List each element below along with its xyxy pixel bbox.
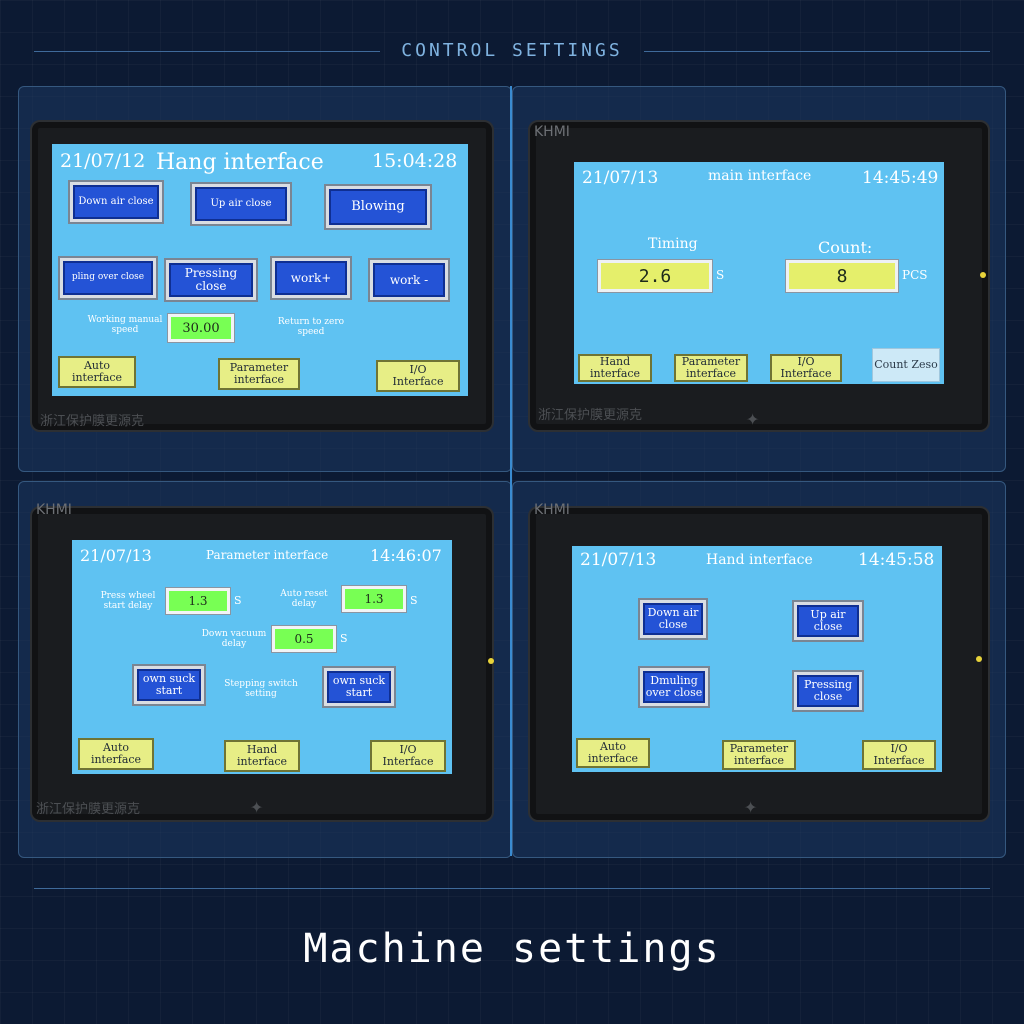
work-minus-button[interactable]: work - [370, 260, 448, 300]
screen-title: Hang interface [156, 150, 324, 175]
io-interface-nav-button[interactable]: I/O Interface [376, 360, 460, 392]
panel-divider-vertical [510, 86, 512, 856]
auto-reset-delay-label: Auto reset delay [280, 589, 328, 609]
down-suck-start-button[interactable]: own suck start [134, 666, 204, 704]
screen-date: 21/07/13 [80, 546, 152, 565]
io-interface-nav-button[interactable]: I/O Interface [370, 740, 446, 772]
auto-reset-unit: S [410, 594, 418, 607]
work-plus-button[interactable]: work+ [272, 258, 350, 298]
page-header-title: CONTROL SETTINGS [401, 40, 623, 61]
parameter-interface-nav-button[interactable]: Parameter interface [722, 740, 796, 770]
screen-parameter-interface: 21/07/13 Parameter interface 14:46:07 Pr… [72, 540, 452, 774]
stepping-switch-setting-label: Stepping switch setting [224, 679, 298, 699]
device-logo-icon: ✦ [250, 794, 264, 819]
auto-interface-nav-button[interactable]: Auto interface [78, 738, 154, 770]
screen-hand-interface: 21/07/13 Hand interface 14:45:58 Down ai… [572, 546, 942, 772]
header-rule-right [644, 51, 990, 52]
up-air-close-button[interactable]: Up air close [192, 184, 290, 224]
auto-interface-nav-button[interactable]: Auto interface [58, 356, 136, 388]
screen-title: Hand interface [706, 552, 813, 568]
screen-time: 14:46:07 [370, 546, 442, 565]
device-brand-label: KHMI [534, 502, 570, 518]
blowing-button[interactable]: Blowing [326, 186, 430, 228]
screen-title: main interface [708, 168, 812, 184]
auto-reset-delay-field[interactable]: 1.3 [342, 586, 406, 612]
return-to-zero-speed-label: Return to zero speed [277, 317, 345, 337]
screen-main-interface: 21/07/13 main interface 14:45:49 Timing … [574, 162, 944, 384]
status-led-icon [488, 658, 494, 664]
count-label: Count: [818, 238, 873, 257]
device-maker-label: 浙江保护膜更源克 [40, 414, 145, 429]
screen-time: 14:45:49 [862, 168, 939, 188]
screen-time: 15:04:28 [372, 150, 458, 172]
working-manual-speed-label: Working manual speed [87, 315, 163, 335]
device-maker-label: 浙江保护膜更源克 [36, 802, 141, 817]
hand-interface-nav-button[interactable]: Hand interface [224, 740, 300, 772]
count-value-field: 8 [786, 260, 898, 292]
hand-interface-nav-button[interactable]: Hand interface [578, 354, 652, 382]
down-vacuum-delay-field[interactable]: 0.5 [272, 626, 336, 652]
page-footer-title: Machine settings [303, 926, 721, 972]
io-interface-nav-button[interactable]: I/O Interface [770, 354, 842, 382]
pressing-close-button[interactable]: Pressing close [794, 672, 862, 710]
pressing-close-button[interactable]: Pressing close [166, 260, 256, 300]
screen-date: 21/07/13 [582, 168, 659, 188]
footer-rule [34, 888, 990, 889]
screen-title: Parameter interface [206, 548, 329, 562]
down-air-close-button[interactable]: Down air close [70, 182, 162, 222]
count-zero-button[interactable]: Count Zeso [872, 348, 940, 382]
screen-date: 21/07/12 [60, 150, 146, 172]
device-logo-icon: ✦ [746, 406, 760, 431]
device-brand-label: KHMI [534, 124, 570, 140]
working-manual-speed-field[interactable]: 30.00 [168, 314, 234, 342]
down-vacuum-unit: S [340, 632, 348, 645]
down-vacuum-delay-label: Down vacuum delay [201, 629, 267, 649]
auto-interface-nav-button[interactable]: Auto interface [576, 738, 650, 768]
press-wheel-unit: S [234, 594, 242, 607]
device-brand-label: KHMI [36, 502, 72, 518]
press-wheel-start-delay-label: Press wheel start delay [100, 591, 156, 611]
count-unit: PCS [902, 268, 928, 282]
up-air-close-button[interactable]: Up air close [794, 602, 862, 640]
press-wheel-start-delay-field[interactable]: 1.3 [166, 588, 230, 614]
pulling-over-close-button[interactable]: Dmuling over close [640, 668, 708, 706]
up-suck-start-button[interactable]: own suck start [324, 668, 394, 706]
status-led-icon [976, 656, 982, 662]
screen-hang-interface: 21/07/12 Hang interface 15:04:28 Down ai… [52, 144, 468, 396]
status-led-icon [980, 272, 986, 278]
screen-date: 21/07/13 [580, 550, 657, 570]
header-rule-left [34, 51, 380, 52]
timing-value-field: 2.6 [598, 260, 712, 292]
io-interface-nav-button[interactable]: I/O Interface [862, 740, 936, 770]
parameter-interface-nav-button[interactable]: Parameter interface [218, 358, 300, 390]
device-maker-label: 浙江保护膜更源克 [538, 408, 643, 423]
device-logo-icon: ✦ [744, 794, 758, 819]
parameter-interface-nav-button[interactable]: Parameter interface [674, 354, 748, 382]
down-air-close-button[interactable]: Down air close [640, 600, 706, 638]
timing-label: Timing [648, 236, 698, 252]
timing-unit: S [716, 268, 725, 282]
pulling-over-close-button[interactable]: pling over close [60, 258, 156, 298]
screen-time: 14:45:58 [858, 550, 935, 570]
